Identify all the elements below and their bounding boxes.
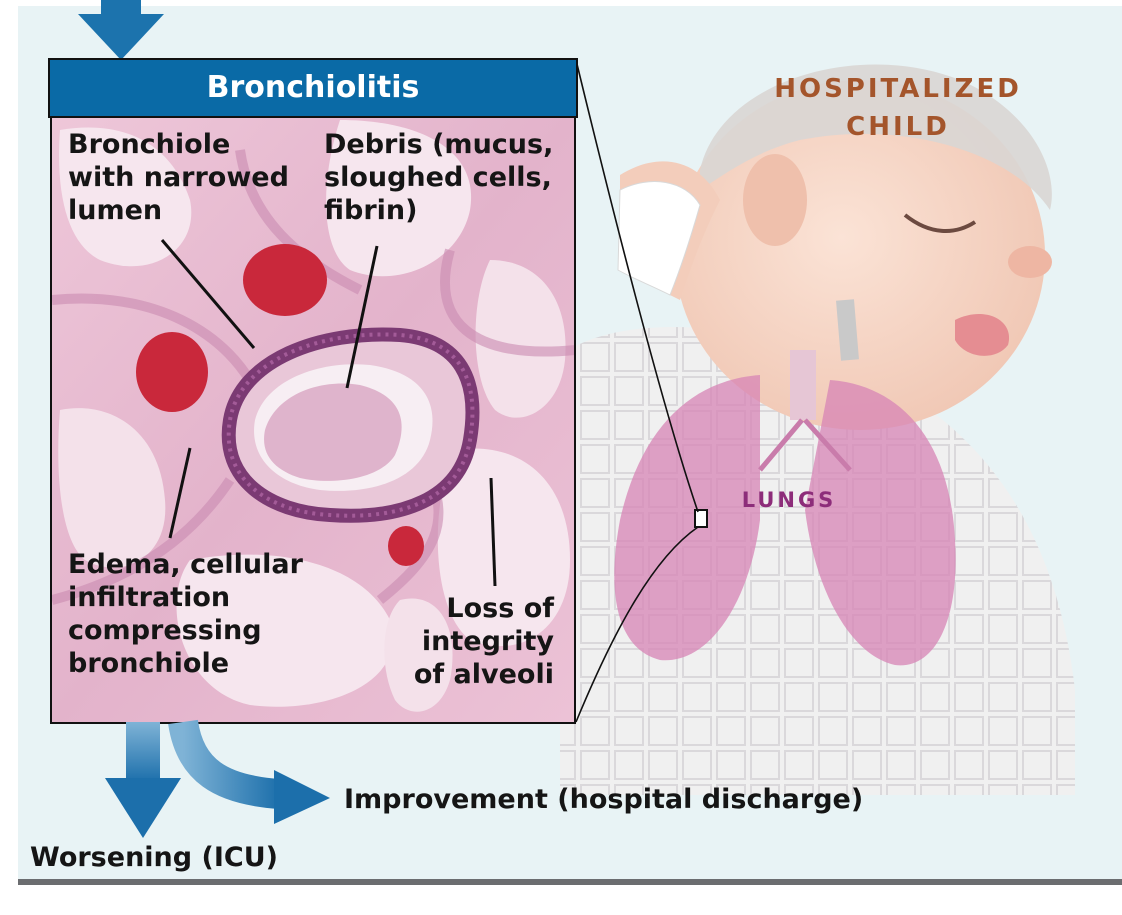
lungs-label: LUNGS: [704, 488, 874, 512]
outcome-worsening: Worsening (ICU): [30, 842, 278, 873]
top-arrow: [78, 0, 164, 60]
label-loss-of-integrity: Loss of integrity of alveoli: [380, 592, 554, 691]
outcome-arrows: [105, 722, 330, 838]
label-debris: Debris (mucus, sloughed cells, fibrin): [324, 128, 553, 227]
hospitalized-child-illustration: [560, 60, 1075, 795]
label-edema: Edema, cellular infiltration compressing…: [68, 548, 303, 680]
outcome-improvement: Improvement (hospital discharge): [344, 784, 863, 815]
hospitalized-child-label: HOSPITALIZED CHILD: [748, 70, 1048, 146]
panel-title: Bronchiolitis: [50, 60, 576, 116]
label-bronchiole: Bronchiole with narrowed lumen: [68, 128, 289, 227]
